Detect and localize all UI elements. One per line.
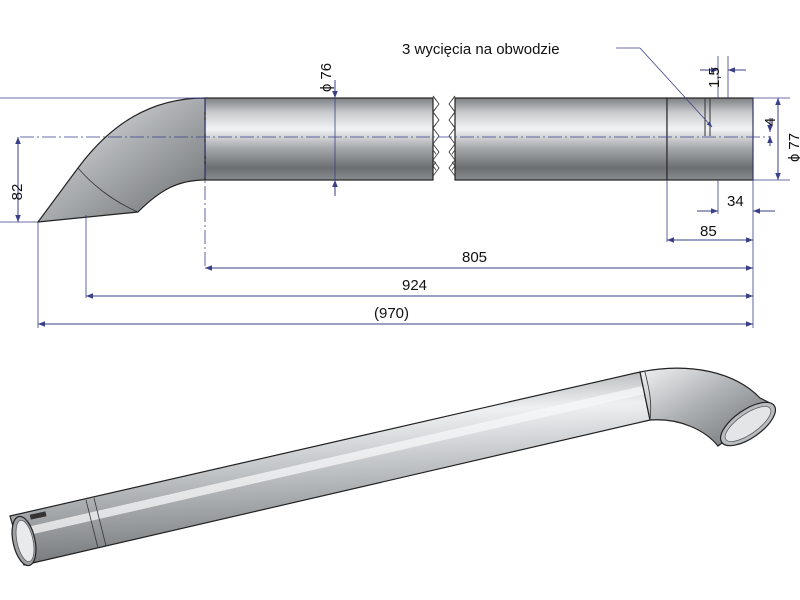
svg-text:ϕ77: ϕ 77 — [786, 133, 800, 162]
diameter-end-value: 77 — [786, 133, 800, 150]
dim-34: 34 — [727, 193, 744, 210]
dim-82: 82 — [9, 184, 26, 201]
pipe-3d-render — [9, 367, 777, 567]
dim-970: (970) — [374, 305, 409, 322]
dim-4: 4 — [762, 118, 779, 126]
dim-diameter-77: ϕ 77 — [786, 133, 800, 162]
note-cutouts: 3 wycięcia na obwodzie — [402, 41, 560, 58]
pipe-side-view — [36, 94, 754, 223]
dim-1-5: 1,5 — [706, 67, 723, 88]
dim-805: 805 — [462, 249, 487, 266]
diameter-symbol: ϕ — [318, 84, 335, 92]
diameter-main-value: 76 — [318, 63, 335, 80]
dim-85: 85 — [700, 223, 717, 240]
dim-diameter-76: ϕ 76 — [318, 63, 335, 92]
dimension-lines — [15, 47, 781, 327]
dim-924: 924 — [402, 277, 427, 294]
extension-lines — [0, 56, 790, 328]
diameter-symbol: ϕ — [786, 154, 800, 162]
svg-text:ϕ76: ϕ 76 — [318, 63, 335, 92]
